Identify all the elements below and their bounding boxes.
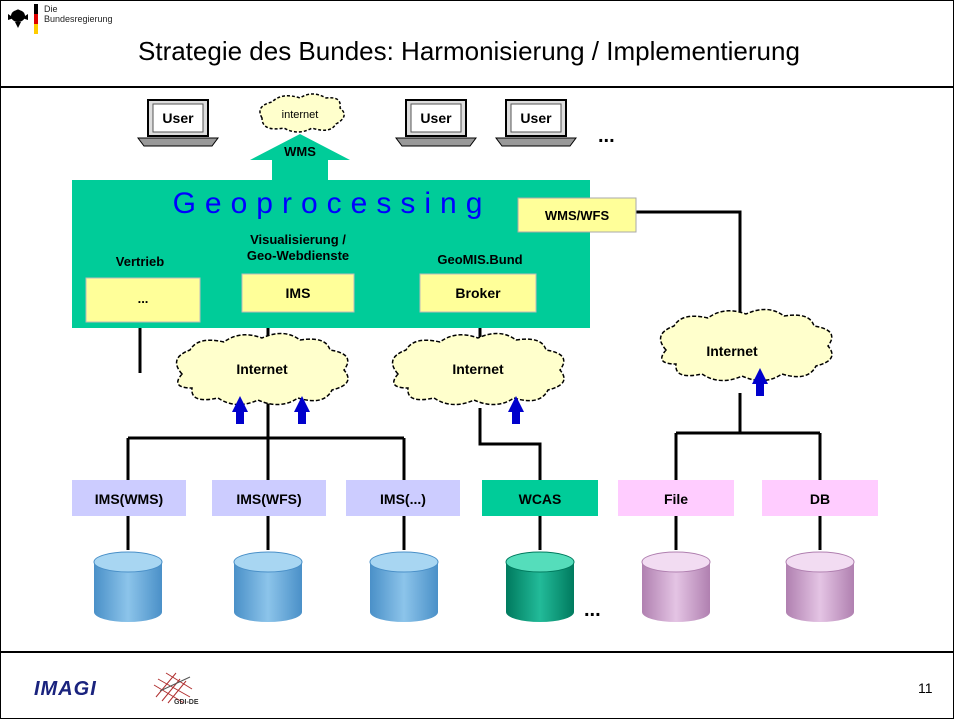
users-ellipsis: ... [598,125,615,147]
geoprocessing-box: Geoprocessing Vertrieb ... Visualisierun… [72,180,590,328]
header-divider [0,86,954,88]
internet-cloud-label: Internet [452,361,504,377]
service-label: IMS(WMS) [95,491,163,507]
german-flag-bar [34,4,38,34]
database-icon [233,551,303,622]
slide-header: Die Bundesregierung Strategie des Bundes… [0,0,954,86]
upload-arrow-icon [232,396,248,424]
database-icon [785,551,855,622]
user-label: User [162,110,194,126]
broker-box-label: Broker [455,285,501,301]
user-terminal-1: User [137,99,219,147]
wms-wfs-box: WMS/WFS [517,197,637,233]
geoprocessing-title: Geoprocessing [173,187,492,220]
database-icon [641,551,711,622]
internet-cloud-label: Internet [706,343,758,359]
org-line-1: Die [44,4,58,14]
page-number: 11 [918,680,933,696]
service-box-db: DB [762,480,878,516]
user-label: User [420,110,452,126]
vertrieb-box-label: ... [138,291,149,306]
visualisierung-label-2: Geo-Webdienste [247,248,349,263]
service-label: IMS(...) [380,491,426,507]
org-line-2: Bundesregierung [44,14,113,24]
page-title: Strategie des Bundes: Harmonisierung / I… [138,36,800,66]
service-label: IMS(WFS) [236,491,301,507]
database-icon [93,551,163,622]
bottom-ellipsis: ... [584,599,601,621]
service-label: File [664,491,688,507]
internet-cloud-3: Internet [659,308,833,396]
service-box-ims-other: IMS(...) [346,480,460,516]
wms-arrow: WMS [250,134,350,180]
visualisierung-label-1: Visualisierung / [250,232,346,247]
database-icon [369,551,439,622]
service-box-ims-wms: IMS(WMS) [72,480,186,516]
geomis-label: GeoMIS.Bund [437,252,522,267]
internet-cloud-label: Internet [236,361,288,377]
service-box-ims-wfs: IMS(WFS) [212,480,326,516]
user-terminal-3: User [495,99,577,147]
user-label: User [520,110,552,126]
vertrieb-label: Vertrieb [116,254,164,269]
upload-arrow-icon [508,396,524,424]
top-cloud-label: internet [282,109,319,121]
gdi-de-logo-icon [153,672,193,704]
internet-cloud-1: Internet [175,332,349,424]
service-label: DB [810,491,830,507]
imagi-logo: IMAGI [34,678,97,700]
database-icon [505,551,575,622]
wms-wfs-label: WMS/WFS [545,208,610,223]
architecture-diagram: User User User ... internet WMS Geoproce… [72,93,878,622]
top-internet-cloud: internet [259,93,345,133]
ims-box-label: IMS [286,285,311,301]
upload-arrow-icon [294,396,310,424]
service-box-wcas: WCAS [482,480,598,516]
footer-divider [0,651,954,653]
federal-eagle-icon [8,9,28,28]
user-terminal-2: User [395,99,477,147]
upload-arrow-icon [752,368,768,396]
organization-name: Die Bundesregierung [44,4,113,24]
service-label: WCAS [519,491,562,507]
wms-arrow-label: WMS [284,144,316,159]
gdi-de-label: GDI-DE [174,699,199,706]
service-box-file: File [618,480,734,516]
internet-cloud-2: Internet [391,332,565,424]
